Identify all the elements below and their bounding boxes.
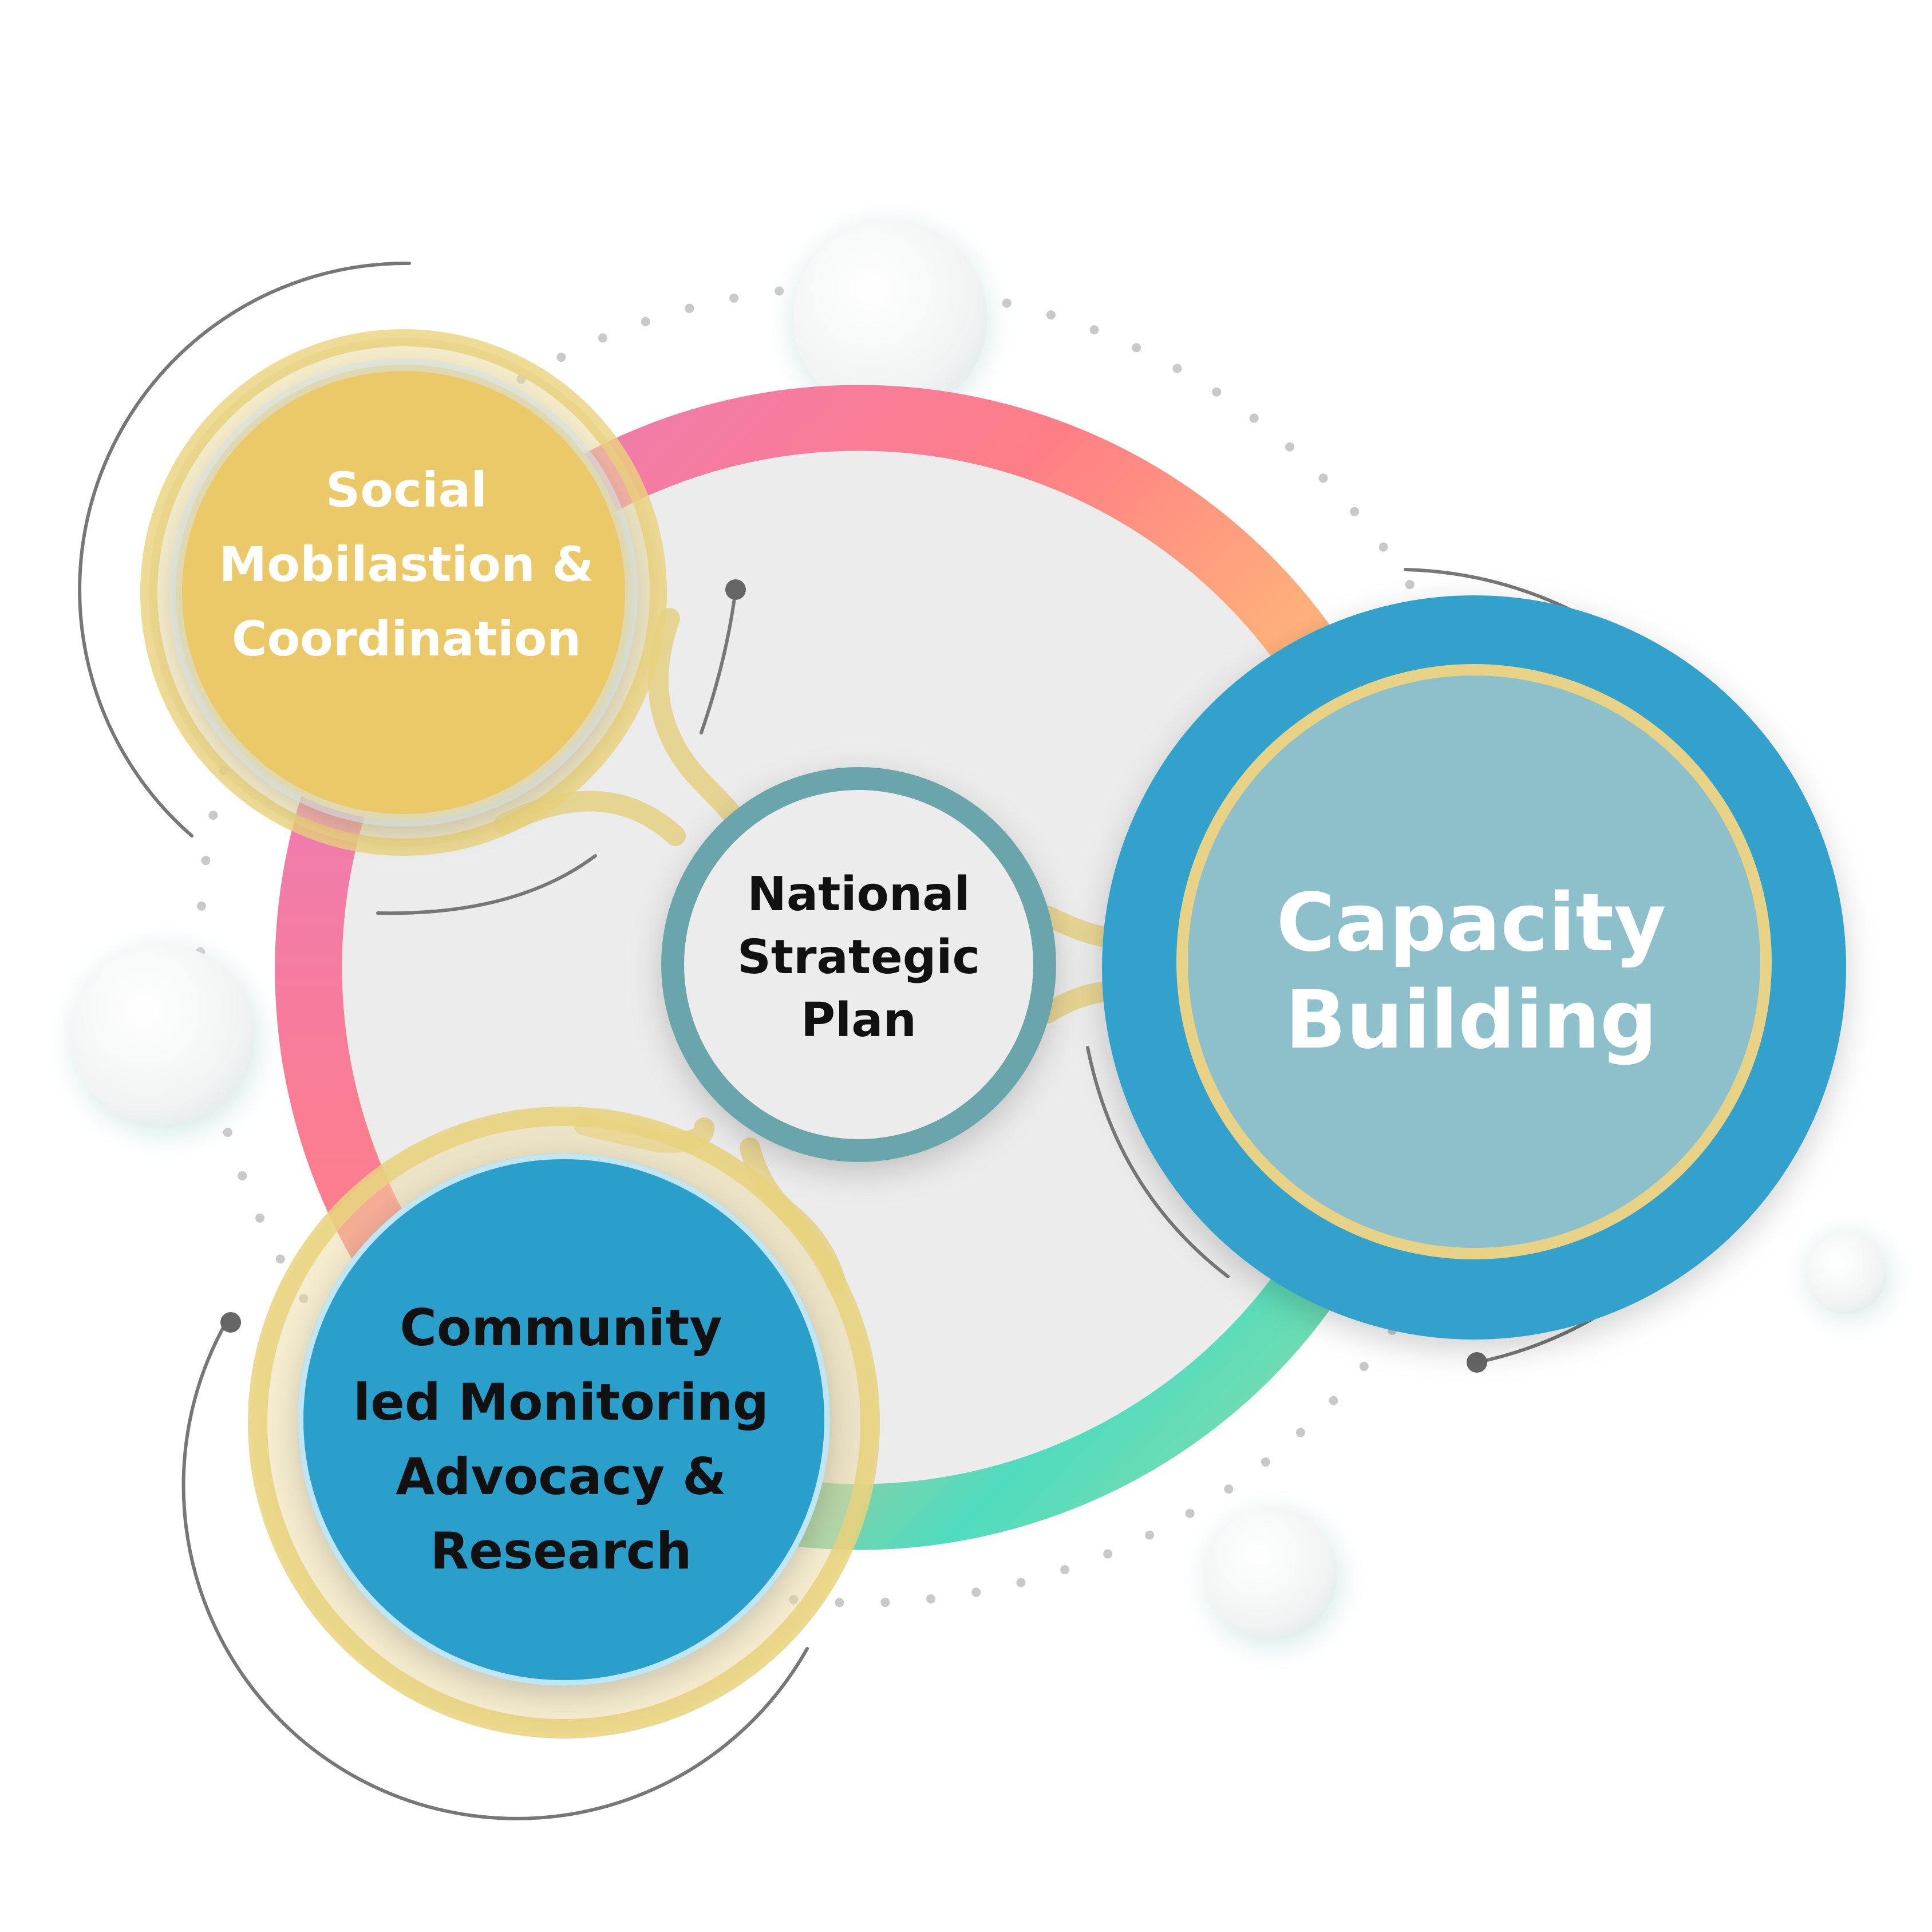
bubble-right: [1806, 1234, 1886, 1314]
community-label-line-2: led Monitoring: [353, 1373, 769, 1432]
node-social: Social Mobilastion & Coordination: [140, 329, 667, 856]
center-circle: [684, 790, 1033, 1139]
bubble-bottom: [1205, 1508, 1337, 1640]
community-circle: [309, 1165, 819, 1674]
capacity-inner-circle: [1188, 675, 1760, 1248]
capacity-label-line-1: Capacity: [1276, 876, 1666, 970]
center-label-line-3: Plan: [801, 993, 916, 1048]
social-label-line-2: Mobilastion &: [219, 536, 594, 592]
arc-end-dots: [220, 579, 1487, 1373]
center-label-line-2: Strategic: [737, 930, 980, 985]
social-circle: [176, 365, 631, 820]
center-label-line-1: National: [747, 867, 970, 922]
decorative-bubbles: [72, 220, 1892, 1649]
community-label-line-3: Advocacy &: [396, 1447, 726, 1506]
social-label-line-1: Social: [326, 462, 487, 518]
node-center: National Strategic Plan: [661, 767, 1056, 1162]
bubble-top: [793, 220, 987, 415]
social-label-line-3: Coordination: [232, 611, 581, 667]
bubble-left: [72, 945, 255, 1128]
node-capacity: Capacity Building: [1102, 595, 1846, 1340]
community-label-line-4: Research: [430, 1522, 692, 1581]
community-label-line-1: Community: [400, 1298, 722, 1357]
node-community: Community led Monitoring Advocacy & Rese…: [248, 1107, 880, 1739]
capacity-label-line-2: Building: [1285, 974, 1657, 1067]
